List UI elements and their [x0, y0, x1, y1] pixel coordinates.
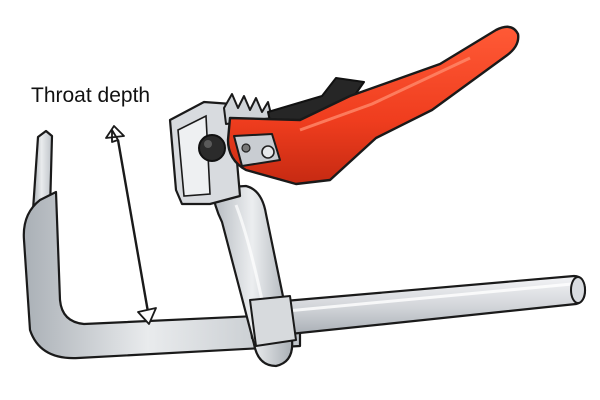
link-plate	[233, 133, 281, 167]
slide-collar	[249, 295, 297, 347]
throat-depth-label: Throat depth	[31, 84, 150, 107]
lever-body	[226, 25, 520, 186]
bar-end	[570, 276, 586, 304]
lever-handle	[226, 25, 520, 186]
mechanism-housing	[168, 93, 273, 206]
double-headed-arrow-icon	[105, 125, 157, 325]
throat-depth-annotation: Throat depth	[31, 84, 157, 325]
main-bar	[248, 274, 587, 340]
pivot-knob	[198, 134, 226, 162]
sliding-arm	[210, 184, 297, 368]
